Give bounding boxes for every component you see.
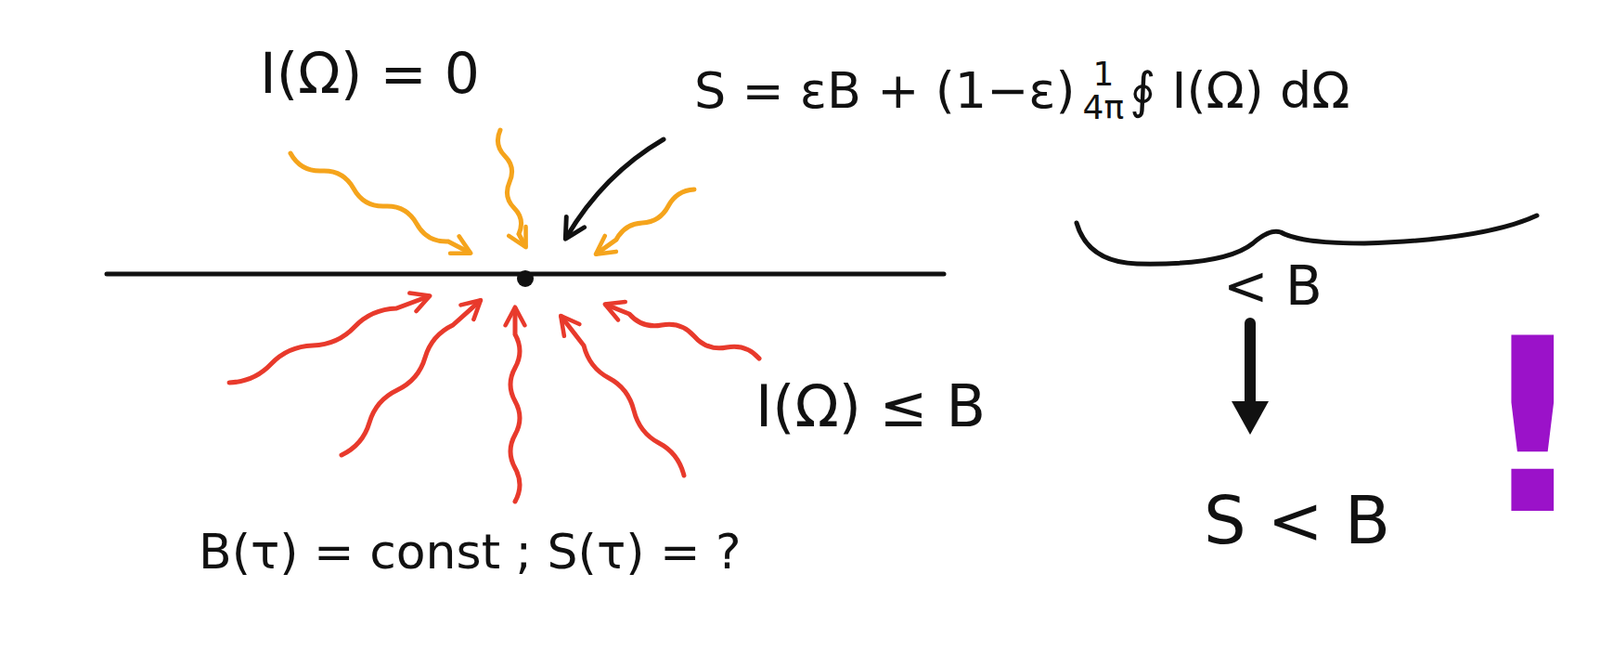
formula-row: S = εB + (1−ε)14π∮ I(Ω) dΩ xyxy=(694,57,1351,125)
medium-shape xyxy=(0,255,1142,665)
internal-ray xyxy=(561,316,684,476)
intensity-inequality: I(Ω) ≤ B xyxy=(755,373,986,439)
depth-question: B(τ) = const ; S(τ) = ? xyxy=(198,524,742,581)
internal-ray xyxy=(510,308,520,502)
internal-ray xyxy=(606,304,760,359)
medium-fill xyxy=(0,257,1134,665)
result-arrow xyxy=(1244,322,1256,407)
formula-text: S = εB + (1−ε) xyxy=(694,62,1076,120)
incoming-ray xyxy=(497,129,526,246)
result-arrowhead xyxy=(1231,400,1269,435)
result-text: S < B xyxy=(1203,481,1391,559)
pointer-arrow xyxy=(566,139,664,238)
medium-region: I(Ω) ≤ B B(τ) = const ; S(τ) = ? xyxy=(0,255,1142,665)
fraction: 14π xyxy=(1083,57,1125,125)
ellipse-outline xyxy=(1143,434,1451,606)
fraction-denominator: 4π xyxy=(1083,90,1125,125)
exclamation-mark: ! xyxy=(1477,306,1588,548)
surface-point xyxy=(516,270,534,287)
integral-text: ∮ I(Ω) dΩ xyxy=(1129,62,1350,120)
brace-annotation: < B xyxy=(1223,255,1323,318)
medium-brush xyxy=(0,338,1077,562)
result-ellipse: S < B xyxy=(1127,422,1467,618)
internal-ray xyxy=(341,300,480,455)
boundary-condition: I(Ω) = 0 xyxy=(259,41,480,106)
internal-ray xyxy=(229,296,429,383)
incoming-ray xyxy=(290,153,470,253)
incoming-ray xyxy=(596,189,695,254)
fraction-numerator: 1 xyxy=(1092,57,1114,91)
ellipse-glow xyxy=(1129,424,1465,616)
